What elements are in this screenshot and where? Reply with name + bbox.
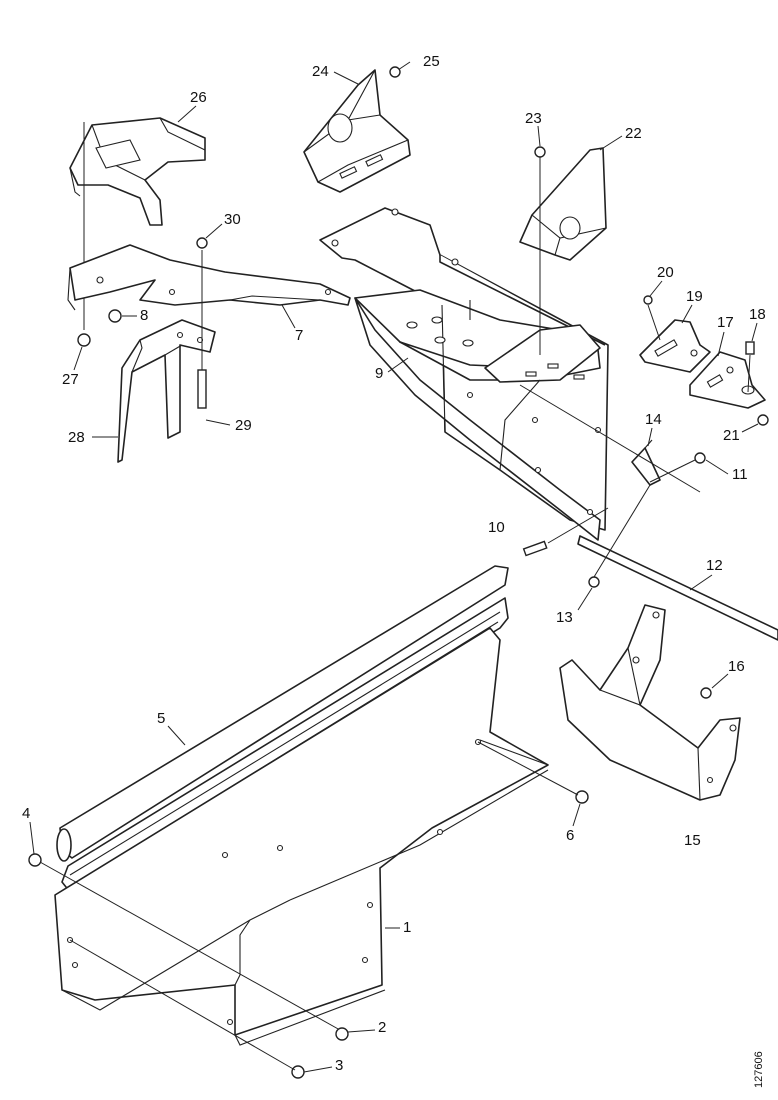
callout-15: 15 <box>684 832 701 849</box>
part-22-bracket <box>519 147 607 261</box>
part-17-plate <box>689 351 766 409</box>
callout-13: 13 <box>556 609 573 626</box>
callout-19: 19 <box>686 288 703 305</box>
callout-7: 7 <box>295 327 303 344</box>
part-26-bracket <box>69 117 206 330</box>
callout-21: 21 <box>723 427 740 444</box>
callout-14: 14 <box>645 411 662 428</box>
callout-labels: 1 2 3 4 5 6 7 8 9 10 11 12 13 14 15 16 1… <box>22 53 766 1074</box>
callout-5: 5 <box>157 710 165 727</box>
callout-26: 26 <box>190 89 207 106</box>
part-12-rod <box>577 535 778 641</box>
part-5-rail <box>56 565 509 893</box>
callout-2: 2 <box>378 1019 386 1036</box>
callout-25: 25 <box>423 53 440 70</box>
part-1-panel <box>54 627 549 1046</box>
callout-29: 29 <box>235 417 252 434</box>
part-19-plate <box>639 319 711 373</box>
callout-9: 9 <box>375 365 383 382</box>
callout-8: 8 <box>140 307 148 324</box>
callout-1: 1 <box>403 919 411 936</box>
callout-22: 22 <box>625 125 642 142</box>
part-14-bracket <box>631 439 661 486</box>
fasteners <box>28 61 769 1079</box>
part-15-bracket <box>559 604 741 801</box>
callout-27: 27 <box>62 371 79 388</box>
callout-20: 20 <box>657 264 674 281</box>
callout-4: 4 <box>22 805 30 822</box>
callout-16: 16 <box>728 658 745 675</box>
part-24-bracket <box>303 69 411 193</box>
callout-6: 6 <box>566 827 574 844</box>
part-28-vertical-bracket <box>117 319 216 463</box>
callout-10: 10 <box>488 519 505 536</box>
callout-17: 17 <box>717 314 734 331</box>
callout-24: 24 <box>312 63 329 80</box>
callout-18: 18 <box>749 306 766 323</box>
callout-11: 11 <box>732 466 748 483</box>
figure-id: 127606 <box>753 1051 765 1088</box>
callout-12: 12 <box>706 557 723 574</box>
callout-23: 23 <box>525 110 542 127</box>
part-7-arm-bracket <box>67 244 351 311</box>
callout-28: 28 <box>68 429 85 446</box>
callout-30: 30 <box>224 211 241 228</box>
callout-3: 3 <box>335 1057 343 1074</box>
part-9-main-bracket <box>319 207 609 541</box>
